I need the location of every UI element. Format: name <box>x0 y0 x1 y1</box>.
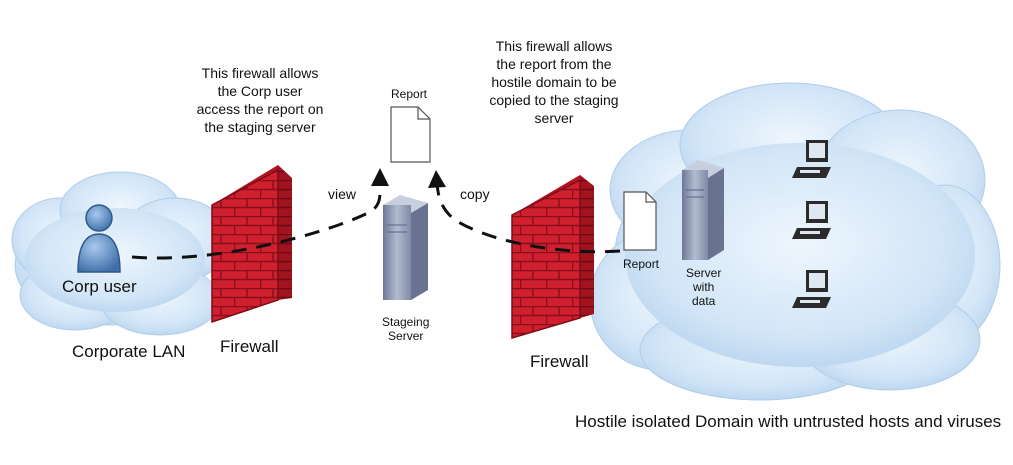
note-line: the report from the <box>496 56 612 72</box>
report-right-label: Report <box>623 257 660 271</box>
right-firewall <box>511 175 594 340</box>
left-firewall-note: This firewall allows the Corp user acces… <box>180 64 340 136</box>
note-line: the staging server <box>204 119 316 135</box>
note-line: copied to the staging <box>489 92 619 108</box>
hostile-domain-label: Hostile isolated Domain with untrusted h… <box>575 412 1002 431</box>
left-firewall <box>211 165 292 324</box>
copy-label: copy <box>460 186 490 202</box>
corp-user-icon <box>77 204 121 273</box>
server-with-data-icon <box>682 160 724 260</box>
note-line: server <box>534 110 574 126</box>
note-line: the Corp user <box>217 83 303 99</box>
view-connection-line <box>131 168 389 260</box>
copy-arrowhead <box>428 170 446 188</box>
workstation-icon-1 <box>792 140 831 178</box>
corporate-lan-cloud <box>11 171 231 336</box>
report-top-label: Report <box>391 87 428 101</box>
note-line: access the report on <box>196 101 324 117</box>
note-line: This firewall allows <box>201 65 319 81</box>
report-document-icon-right <box>623 191 657 251</box>
report-document-icon-top <box>390 106 431 163</box>
view-label: view <box>328 186 357 202</box>
corporate-lan-label: Corporate LAN <box>72 342 186 361</box>
workstation-icon-2 <box>792 201 831 239</box>
copy-connection-line <box>428 170 621 254</box>
right-firewall-label: Firewall <box>530 352 589 371</box>
staging-server-label: Stageing Server <box>382 315 430 344</box>
left-firewall-label: Firewall <box>220 337 279 356</box>
staging-server-icon <box>383 195 428 300</box>
note-line: This firewall allows <box>495 38 613 54</box>
right-firewall-note: This firewall allows the report from the… <box>474 37 634 127</box>
server-with-data-label: Server with data <box>686 266 722 309</box>
view-arrowhead <box>371 168 389 186</box>
workstation-icon-3 <box>792 270 831 308</box>
corp-user-label: Corp user <box>62 277 137 296</box>
note-line: hostile domain to be <box>491 74 617 90</box>
